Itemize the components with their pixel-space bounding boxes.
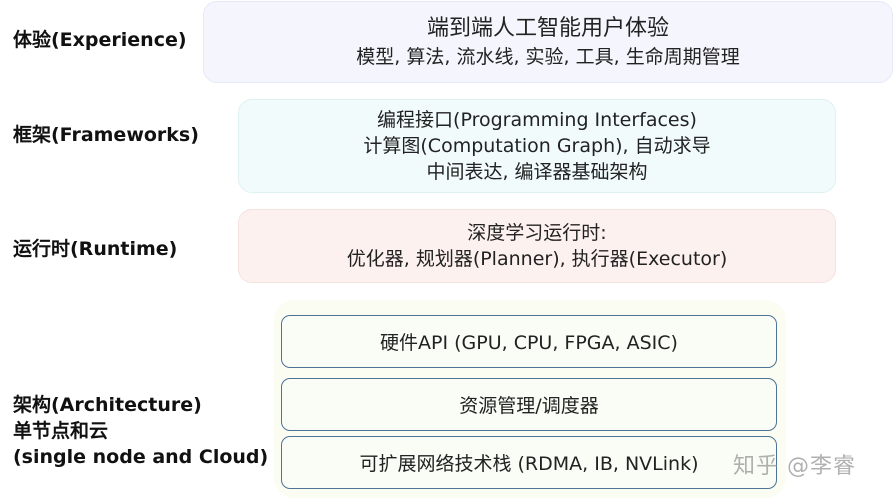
resource-scheduler-box: 资源管理/调度器 xyxy=(281,378,777,431)
frameworks-line-1: 编程接口(Programming Interfaces) xyxy=(377,109,697,131)
experience-detail: 模型, 算法, 流水线, 实验, 工具, 生命周期管理 xyxy=(356,46,740,68)
architecture-label-line-1: 架构(Architecture) xyxy=(13,394,202,416)
layer-label-architecture: 架构(Architecture) 单节点和云 (single node and … xyxy=(13,392,268,470)
experience-box: 端到端人工智能用户体验 模型, 算法, 流水线, 实验, 工具, 生命周期管理 xyxy=(203,1,893,83)
architecture-label-line-3: (single node and Cloud) xyxy=(13,446,269,468)
layer-label-experience: 体验(Experience) xyxy=(13,29,187,51)
experience-title: 端到端人工智能用户体验 xyxy=(426,16,669,41)
network-stack-box: 可扩展网络技术栈 (RDMA, IB, NVLink) xyxy=(281,436,777,489)
frameworks-line-3: 中间表达, 编译器基础架构 xyxy=(426,161,648,183)
runtime-line-2: 优化器, 规划器(Planner), 执行器(Executor) xyxy=(346,248,728,270)
architecture-label-line-2: 单节点和云 xyxy=(13,420,109,442)
watermark: 知乎 @李睿 xyxy=(733,454,856,479)
runtime-line-1: 深度学习运行时: xyxy=(467,222,607,244)
frameworks-box: 编程接口(Programming Interfaces) 计算图(Computa… xyxy=(238,99,836,193)
runtime-box: 深度学习运行时: 优化器, 规划器(Planner), 执行器(Executor… xyxy=(238,209,836,283)
hardware-api-box: 硬件API (GPU, CPU, FPGA, ASIC) xyxy=(281,315,777,368)
layer-label-runtime: 运行时(Runtime) xyxy=(13,238,178,260)
layer-label-frameworks: 框架(Frameworks) xyxy=(13,124,199,146)
frameworks-line-2: 计算图(Computation Graph), 自动求导 xyxy=(363,135,711,157)
